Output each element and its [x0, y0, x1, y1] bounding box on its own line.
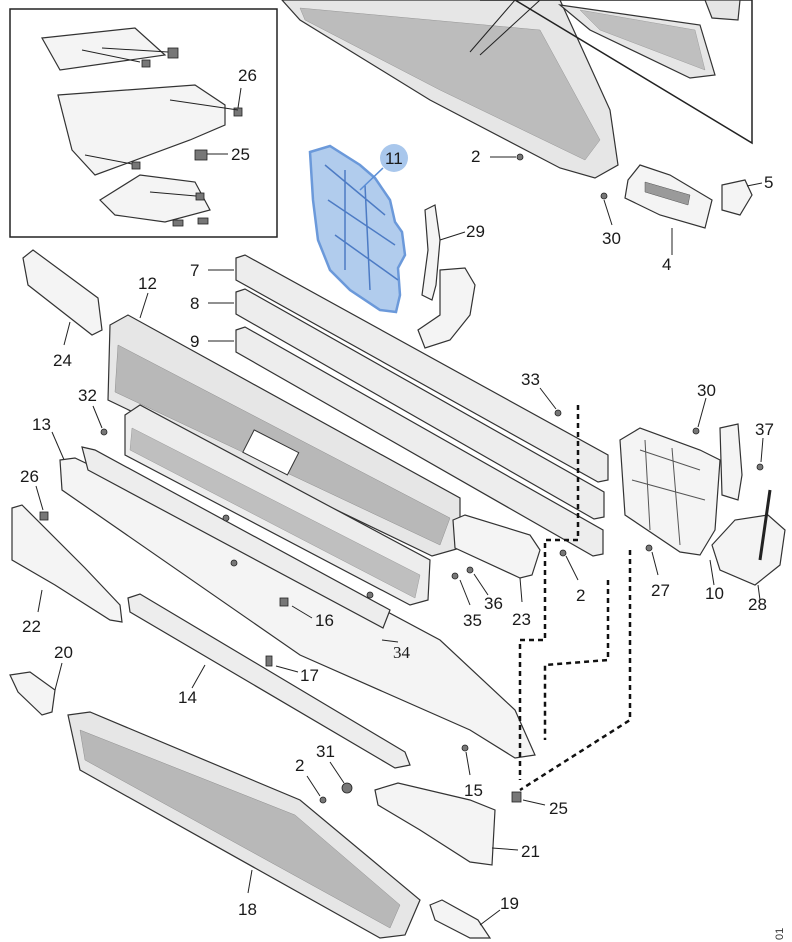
- label-19: 19: [500, 894, 519, 913]
- label-33: 33: [521, 370, 540, 389]
- part-19: 19: [429, 894, 519, 939]
- label-18: 18: [238, 900, 257, 919]
- rails-7-8-9: 7 8 9: [190, 254, 609, 557]
- label-30-top: 30: [602, 229, 621, 248]
- label-27: 27: [651, 581, 670, 600]
- label-30-right: 30: [697, 381, 716, 400]
- label-24: 24: [53, 351, 72, 370]
- label-2-bottom: 2: [295, 756, 304, 775]
- label-16: 16: [315, 611, 334, 630]
- label-35: 35: [463, 611, 482, 630]
- label-2-mid: 2: [576, 586, 585, 605]
- part-21: 21 25 15: [374, 744, 568, 866]
- label-21: 21: [521, 842, 540, 861]
- part-24: 24: [22, 249, 103, 370]
- label-29: 29: [466, 222, 485, 241]
- bracket-11-highlighted: 11: [308, 144, 408, 314]
- main-grille-12: 12: [107, 274, 461, 606]
- label-26-left: 26: [20, 467, 39, 486]
- label-37: 37: [755, 420, 774, 439]
- part-23: 23: [452, 514, 541, 629]
- label-4: 4: [662, 255, 671, 274]
- label-7: 7: [190, 261, 199, 280]
- label-20: 20: [54, 643, 73, 662]
- lower-grille-18: 18: [67, 711, 421, 939]
- label-11: 11: [385, 149, 403, 168]
- bar-13: [59, 446, 536, 759]
- corner-code: 01: [774, 928, 786, 940]
- label-32: 32: [78, 386, 97, 405]
- bar-14: 14 17 16 34: [127, 593, 411, 769]
- part-20: 20: [9, 643, 73, 716]
- part-31-2: 31 2: [295, 742, 353, 804]
- misc-fasteners: 33 2 36 35: [222, 370, 585, 630]
- label-26: 26: [238, 66, 257, 85]
- label-14: 14: [178, 688, 197, 707]
- guide-lines: [518, 405, 632, 792]
- label-36: 36: [484, 594, 503, 613]
- label-8: 8: [190, 294, 199, 313]
- label-15: 15: [464, 781, 483, 800]
- label-13: 13: [32, 415, 51, 434]
- label-9: 9: [190, 332, 199, 351]
- panel-22: 22: [11, 504, 123, 636]
- label-31: 31: [316, 742, 335, 761]
- label-28: 28: [748, 595, 767, 614]
- label-34: 34: [393, 643, 411, 662]
- part-4-5: 5 4 30 2: [471, 147, 773, 274]
- inset-detail: 26 25: [9, 8, 278, 238]
- label-17: 17: [300, 666, 319, 685]
- label-2-top: 2: [471, 147, 480, 166]
- label-22: 22: [22, 617, 41, 636]
- left-fasteners: 32 13 26: [20, 386, 108, 521]
- upper-grille: [281, 0, 753, 179]
- bracket-10-28: 10 28 30 37 27: [619, 381, 786, 614]
- label-10: 10: [705, 584, 724, 603]
- label-25: 25: [231, 145, 250, 164]
- part-29: 29: [417, 204, 485, 349]
- label-12: 12: [138, 274, 157, 293]
- label-25-bottom: 25: [549, 799, 568, 818]
- label-23: 23: [512, 610, 531, 629]
- label-5: 5: [764, 173, 773, 192]
